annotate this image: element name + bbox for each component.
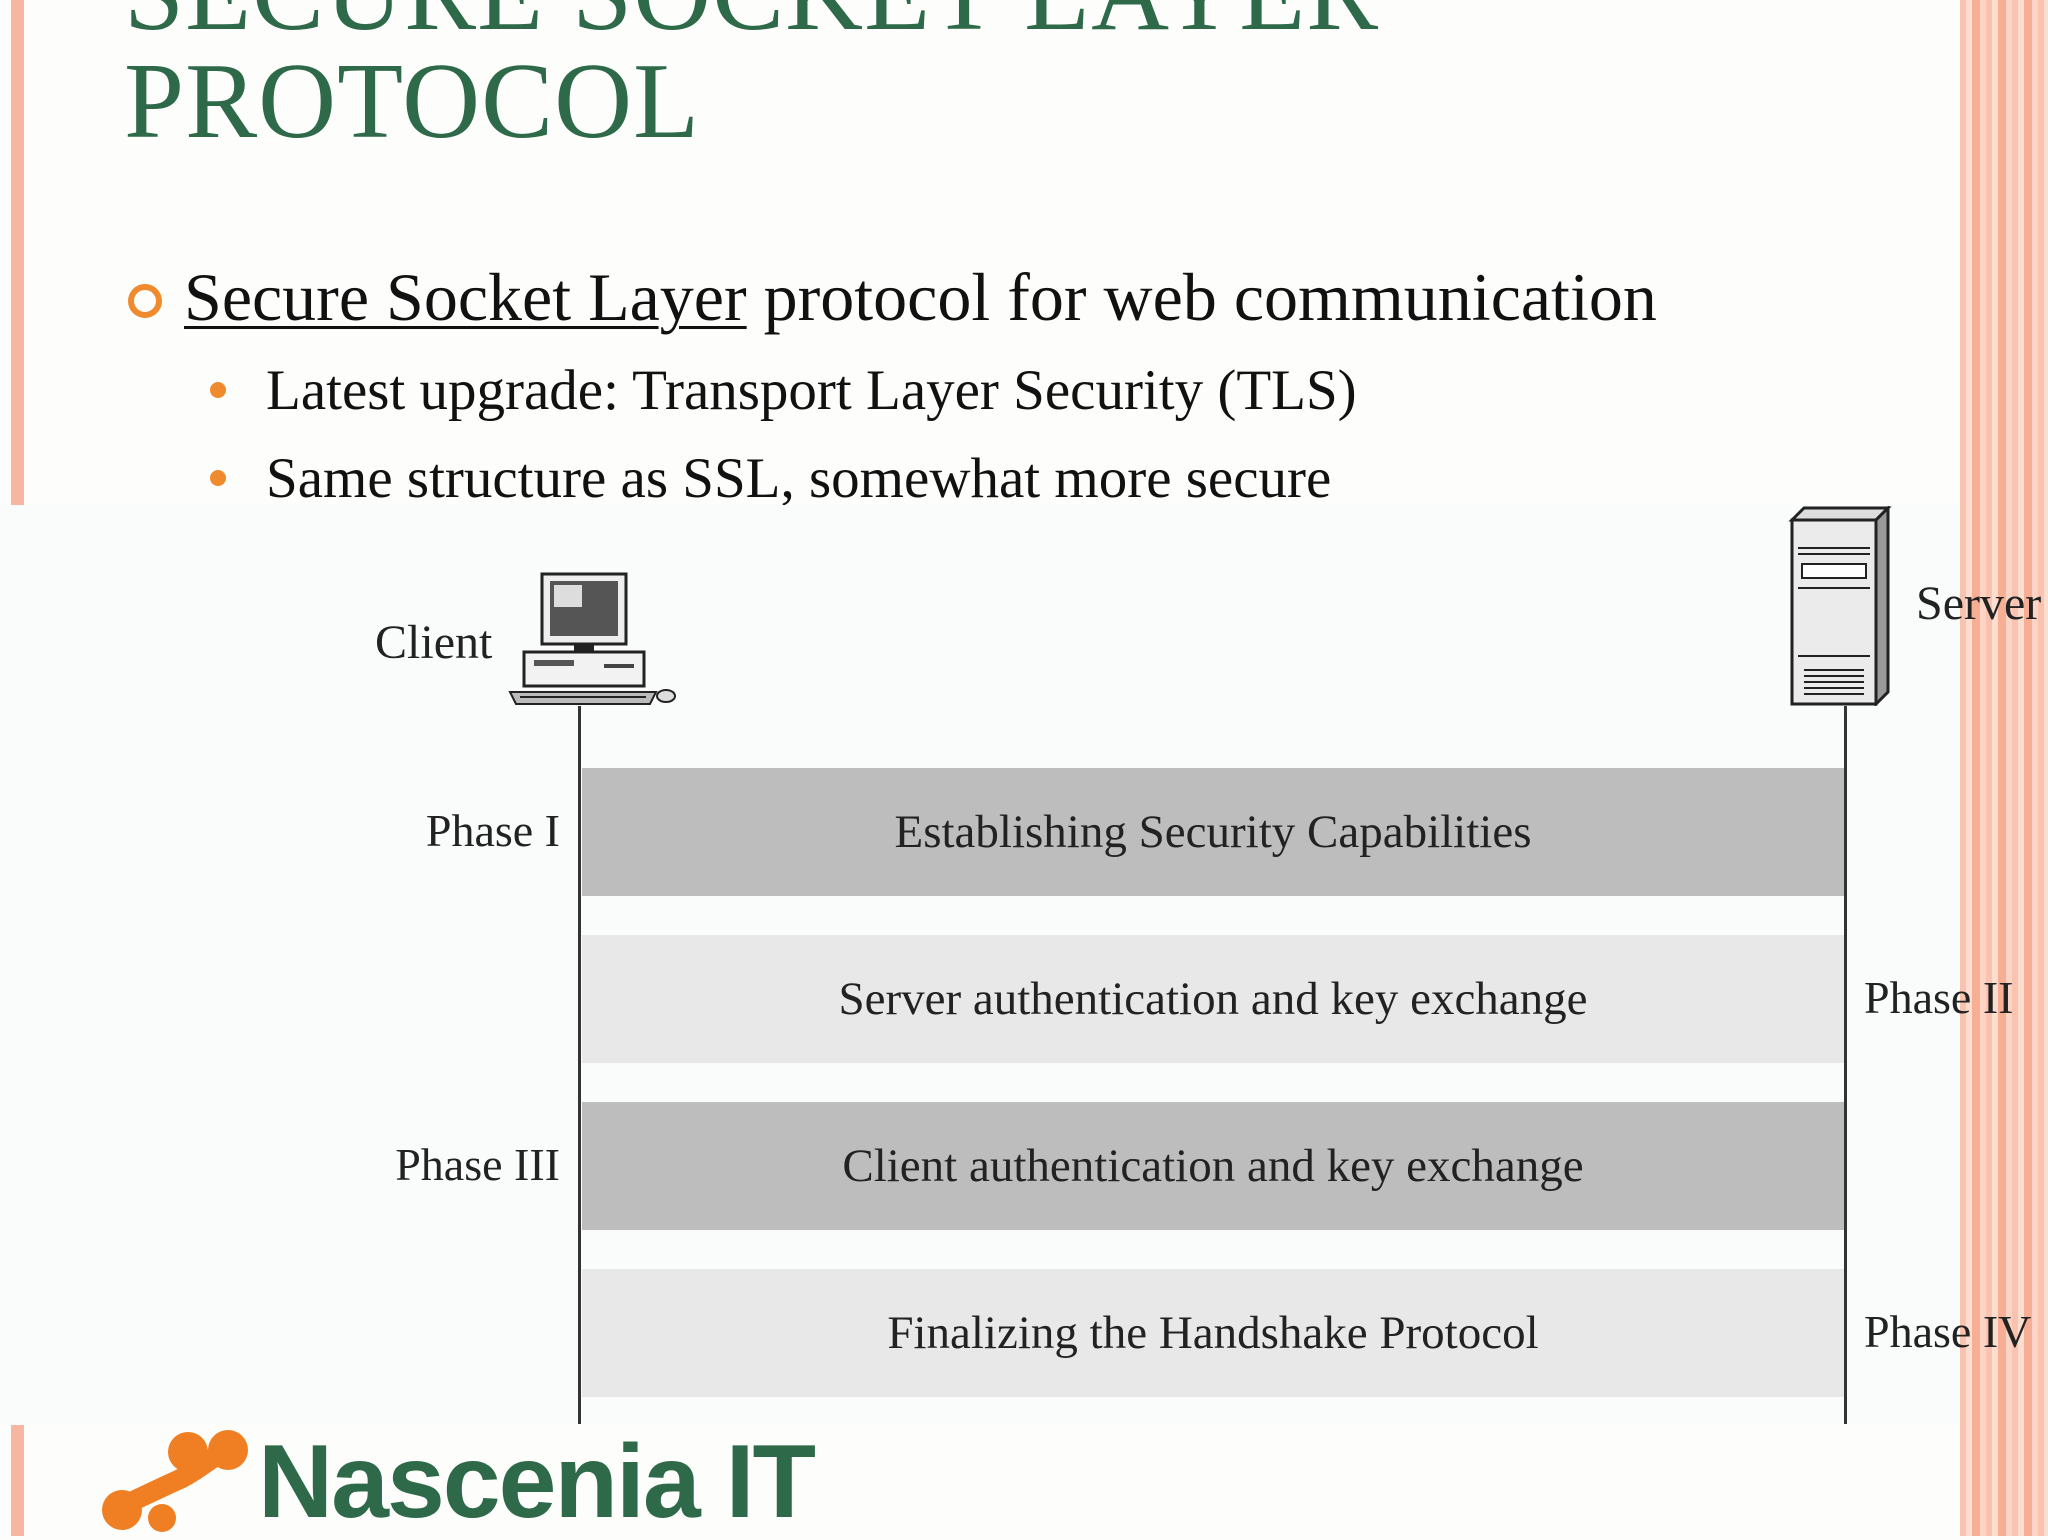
main-bullet: Secure Socket Layer protocol for web com… bbox=[184, 258, 1657, 337]
slide-title-line-1: SECURE SOCKET LAYER bbox=[124, 0, 1379, 48]
client-timeline bbox=[578, 706, 581, 1424]
right-decorative-stripes bbox=[1960, 0, 2048, 1536]
phase-band-3: Client authentication and key exchange bbox=[582, 1102, 1844, 1230]
slide-title-line-2: PROTOCOL bbox=[124, 42, 701, 161]
phase-band-4: Finalizing the Handshake Protocol bbox=[582, 1269, 1844, 1397]
phase-label-2: Phase II bbox=[1864, 972, 2014, 1023]
phase-band-1: Establishing Security Capabilities bbox=[582, 768, 1844, 896]
sub-bullet-1: Latest upgrade: Transport Layer Security… bbox=[266, 359, 1357, 422]
sub-bullet-dot-icon bbox=[210, 382, 226, 398]
phase-label-4: Phase IV bbox=[1864, 1306, 2032, 1357]
client-label: Client bbox=[375, 616, 493, 669]
server-tower-icon bbox=[1788, 506, 1892, 706]
main-bullet-rest: protocol for web communication bbox=[746, 259, 1657, 335]
server-timeline bbox=[1844, 706, 1847, 1424]
server-label: Server bbox=[1916, 577, 2042, 630]
nascenia-logo-text: Nascenia IT bbox=[258, 1424, 816, 1540]
phase-label-1: Phase I bbox=[425, 805, 560, 856]
sub-bullet-2: Same structure as SSL, somewhat more sec… bbox=[266, 447, 1332, 510]
nascenia-logo-icon bbox=[102, 1430, 248, 1532]
client-computer-icon bbox=[508, 572, 676, 705]
phase-band-2: Server authentication and key exchange bbox=[582, 935, 1844, 1063]
slide-title: SECURE SOCKET LAYER PROTOCOL bbox=[124, 0, 1379, 156]
ssl-link-text[interactable]: Secure Socket Layer bbox=[184, 259, 747, 335]
sub-bullet-dot-icon bbox=[210, 470, 226, 486]
phase-label-3: Phase III bbox=[395, 1139, 560, 1190]
bullet-ring-icon bbox=[128, 284, 162, 318]
